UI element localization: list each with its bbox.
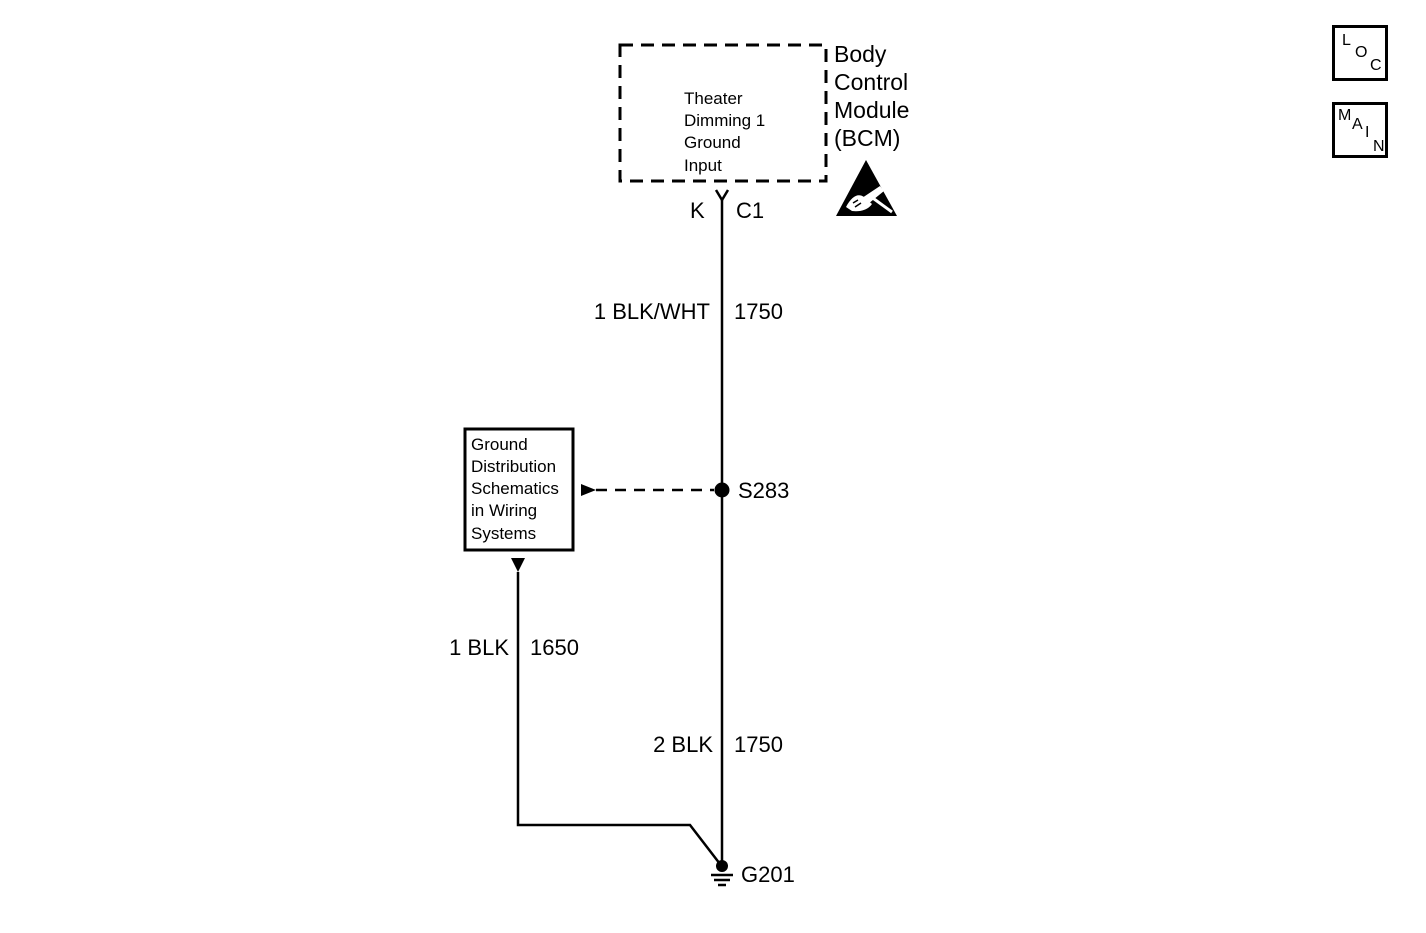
esd-sensitive-warning-icon <box>836 160 897 216</box>
splice-dot <box>714 482 730 498</box>
loc-letter: L <box>1342 32 1351 49</box>
branch-arrow-icon <box>511 558 525 572</box>
ground-junction-dot <box>716 860 728 872</box>
wire-lower-size-color: 2 BLK <box>653 732 713 757</box>
loc-letter: O <box>1355 44 1368 61</box>
connector-id: C1 <box>736 198 764 223</box>
main-letter: N <box>1373 138 1385 155</box>
reference-box-line: Ground <box>471 435 528 454</box>
bcm-input-label-line: Ground <box>684 133 741 152</box>
bcm-input-label: Theater Dimming 1 Ground Input <box>684 89 770 175</box>
reference-arrow-icon <box>581 484 596 496</box>
bcm-module-name-line: Module <box>834 97 909 123</box>
loc-letter: C <box>1370 57 1382 74</box>
wire-branch-size-color: 1 BLK <box>449 635 509 660</box>
wire-upper-circuit: 1750 <box>734 299 783 324</box>
bcm-input-label-line: Dimming 1 <box>684 111 765 130</box>
ground-symbol-icon <box>711 873 733 887</box>
connector-pin-icon <box>714 189 730 201</box>
reference-box-line: in Wiring <box>471 501 537 520</box>
connector-terminal: K <box>690 198 705 223</box>
wire-branch-circuit: 1650 <box>530 635 579 660</box>
reference-box-text: Ground Distribution Schematics in Wiring… <box>471 435 564 543</box>
main-button[interactable]: M A I N <box>1332 102 1388 158</box>
reference-box[interactable] <box>463 427 575 552</box>
bcm-module-name-line: Body <box>834 41 887 67</box>
reference-box-line: Systems <box>471 524 536 543</box>
wire-lower-circuit: 1750 <box>734 732 783 757</box>
bcm-input-label-line: Input <box>684 156 722 175</box>
wire-branch <box>516 572 721 865</box>
reference-box-line: Schematics <box>471 479 559 498</box>
reference-box-line: Distribution <box>471 457 556 476</box>
bcm-module-name: Body Control Module (BCM) <box>834 41 916 151</box>
main-letter: M <box>1338 107 1352 124</box>
bcm-module-outline <box>618 43 828 183</box>
splice-id: S283 <box>738 478 789 503</box>
bcm-module-name-line: Control <box>834 69 908 95</box>
bcm-input-label-line: Theater <box>684 89 743 108</box>
loc-button[interactable]: L O C <box>1332 25 1388 81</box>
main-letter: I <box>1365 124 1370 141</box>
main-letter: A <box>1352 116 1363 133</box>
ground-id: G201 <box>741 862 795 887</box>
wire-upper-size-color: 1 BLK/WHT <box>594 299 710 324</box>
bcm-module-name-line: (BCM) <box>834 125 900 151</box>
